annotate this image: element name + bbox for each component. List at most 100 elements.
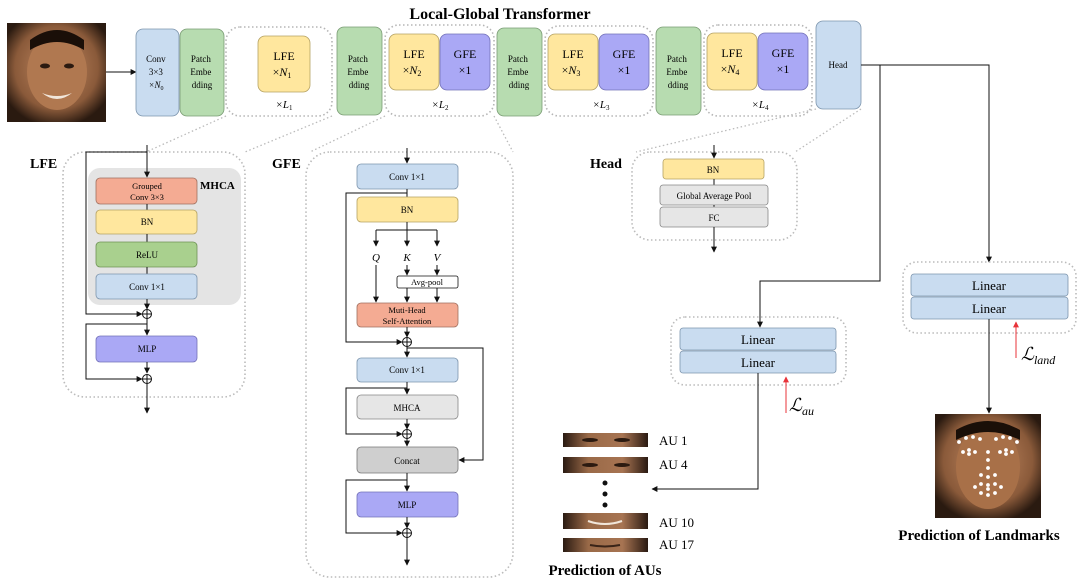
gfe-detail-container	[305, 151, 514, 578]
landmark-dot	[1001, 435, 1005, 439]
landmark-dot	[986, 493, 990, 497]
landmark-dot	[1015, 440, 1019, 444]
stage-4-container	[703, 24, 813, 117]
landmark-dot	[973, 485, 977, 489]
svg-text:Linear: Linear	[972, 278, 1007, 293]
prediction-aus-title: Prediction of AUs	[548, 563, 661, 579]
landmark-dot	[979, 491, 983, 495]
svg-text:Conv 3×3 ×N0: Conv 3×3 ×N0	[146, 54, 168, 92]
landmark-dot	[979, 473, 983, 477]
prediction-landmarks-title: Prediction of Landmarks	[898, 528, 1060, 544]
svg-text:Linear: Linear	[741, 332, 776, 347]
landmark-dot	[986, 458, 990, 462]
conv-stem-block	[135, 28, 180, 117]
au-label-3: AU 10	[659, 515, 694, 530]
landmark-dot	[1008, 436, 1012, 440]
stage-1-container	[225, 26, 333, 117]
svg-text:Concat: Concat	[394, 456, 420, 466]
svg-text:Global Average Pool: Global Average Pool	[677, 191, 752, 201]
svg-text:ReLU: ReLU	[136, 250, 158, 260]
svg-text:×N1: ×N1	[273, 65, 292, 80]
gfe-q-label: Q	[372, 252, 380, 264]
landmark-dot	[999, 485, 1003, 489]
au-strip-3	[563, 513, 648, 529]
svg-text:Patch Embe dding: Patch Embe dding	[190, 54, 213, 90]
stage-1-lfe-block	[257, 35, 311, 93]
landmark-dot	[957, 440, 961, 444]
landmark-dot	[1004, 452, 1008, 456]
svg-text:Conv 1×1: Conv 1×1	[389, 172, 425, 182]
svg-text:×N2: ×N2	[403, 63, 422, 78]
ellipsis-dot-2	[602, 491, 608, 497]
landmark-dot	[986, 466, 990, 470]
loss-land-label: ℒland	[1021, 344, 1056, 367]
landmark-dot	[986, 450, 990, 454]
landmark-dot	[986, 475, 990, 479]
input-face-image	[7, 23, 106, 122]
svg-text:BN: BN	[707, 165, 720, 175]
landmark-dot	[978, 437, 982, 441]
landmark-dot	[1004, 448, 1008, 452]
ellipsis-dot-1	[602, 480, 608, 486]
svg-text:LFE: LFE	[562, 47, 583, 61]
landmark-linear-1	[910, 273, 1069, 297]
patch-embedding-block-4	[655, 26, 702, 116]
svg-text:Avg-pool: Avg-pool	[411, 277, 444, 287]
landmark-dot	[979, 482, 983, 486]
svg-text:BN: BN	[401, 205, 414, 215]
stage-3-container	[544, 25, 654, 117]
svg-text:Linear: Linear	[972, 301, 1007, 316]
landmark-dot	[993, 473, 997, 477]
svg-text:LFE: LFE	[273, 49, 294, 63]
svg-text:Conv 1×1: Conv 1×1	[129, 282, 165, 292]
landmark-dot	[964, 436, 968, 440]
svg-text:GFE: GFE	[613, 47, 636, 61]
svg-text:Patch Embe dding: Patch Embe dding	[347, 54, 370, 90]
gfe-v-label: V	[434, 252, 442, 264]
svg-text:BN: BN	[141, 217, 154, 227]
svg-text:×1: ×1	[618, 63, 631, 77]
svg-text:×L3: ×L3	[592, 99, 610, 112]
au-strip-2	[563, 457, 648, 473]
svg-text:FC: FC	[708, 213, 719, 223]
stage-2-container	[384, 24, 495, 117]
landmark-dot	[967, 448, 971, 452]
landmark-dot	[971, 435, 975, 439]
landmark-face-image	[935, 414, 1041, 518]
loss-au-label: ℒau	[789, 395, 814, 418]
svg-text:×1: ×1	[777, 62, 790, 76]
gfe-detail-title: GFE	[272, 157, 301, 172]
svg-text:GFE: GFE	[772, 46, 795, 60]
mhca-label: MHCA	[200, 180, 235, 192]
landmark-dot	[967, 452, 971, 456]
au-strip-4	[563, 538, 648, 552]
svg-text:×L2: ×L2	[431, 99, 449, 112]
patch-embedding-block-1	[179, 28, 225, 117]
lfe-detail-title: LFE	[30, 157, 57, 172]
stage-4-gfe-block	[757, 32, 809, 91]
au-label-1: AU 1	[659, 433, 688, 448]
svg-text:Linear: Linear	[741, 355, 776, 370]
ellipsis-dot-3	[602, 502, 608, 508]
svg-text:×1: ×1	[459, 63, 472, 77]
stage-3-lfe-block	[547, 33, 599, 91]
landmark-dot	[986, 483, 990, 487]
gfe-k-label: K	[402, 252, 411, 264]
stage-2-gfe-block	[439, 33, 491, 91]
svg-text:MLP: MLP	[398, 500, 417, 510]
landmark-dot	[998, 450, 1002, 454]
stage-3-gfe-block	[598, 33, 650, 91]
svg-text:Conv 1×1: Conv 1×1	[389, 365, 425, 375]
landmark-dot	[994, 437, 998, 441]
au-linear-1	[679, 327, 837, 351]
svg-text:×L4: ×L4	[751, 99, 769, 112]
diagram-title: Local-Global Transformer	[409, 6, 590, 23]
stage-4-lfe-block	[706, 32, 758, 91]
stage-2-lfe-block	[388, 33, 440, 91]
au-strip-1	[563, 433, 648, 447]
landmark-dot	[993, 491, 997, 495]
svg-text:Patch Embe dding: Patch Embe dding	[666, 54, 689, 90]
patch-embedding-block-2	[336, 26, 383, 116]
